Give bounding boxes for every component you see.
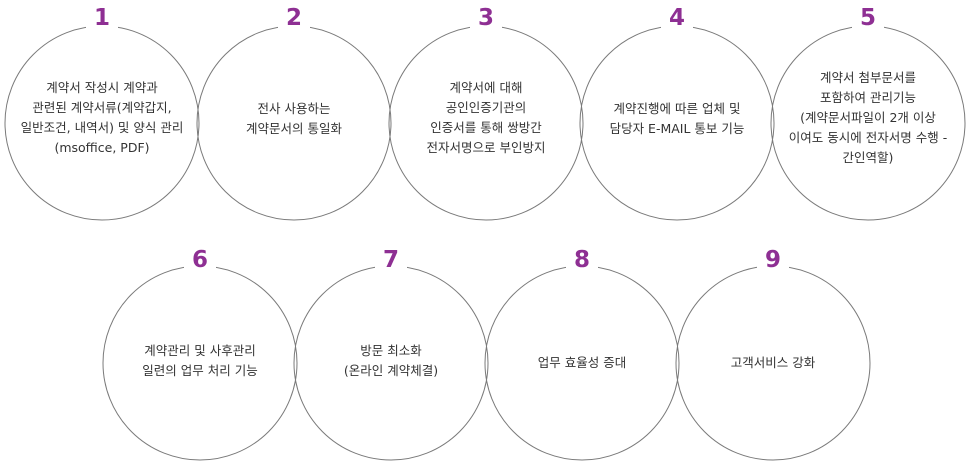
feature-number-2: 2 [198, 4, 390, 32]
feature-item-3: 3 계약서에 대해 공인인증기관의 인증서를 통해 쌍방간 전자서명으로 부인방… [390, 4, 582, 224]
feature-item-4: 4 계약진행에 따른 업체 및 담당자 E-MAIL 통보 기능 [581, 4, 773, 224]
feature-number-6: 6 [104, 246, 296, 274]
feature-item-6: 6 계약관리 및 사후관리 일련의 업무 처리 기능 [104, 246, 296, 462]
feature-number-1: 1 [6, 4, 198, 32]
feature-text-4: 계약진행에 따른 업체 및 담당자 E-MAIL 통보 기능 [609, 101, 745, 136]
feature-item-2: 2 전사 사용하는 계약문서의 통일화 [198, 4, 390, 224]
feature-number-4: 4 [581, 4, 773, 32]
feature-text-2: 전사 사용하는 계약문서의 통일화 [246, 101, 342, 136]
feature-number-3: 3 [390, 4, 582, 32]
feature-text-3: 계약서에 대해 공인인증기관의 인증서를 통해 쌍방간 전자서명으로 부인방지 [426, 80, 546, 155]
feature-text-9: 고객서비스 강화 [730, 355, 816, 370]
feature-text-1: 계약서 작성시 계약과 관련된 계약서류(계약갑지, 일반조건, 내역서) 및 … [20, 80, 184, 155]
feature-number-7: 7 [295, 246, 487, 274]
feature-number-8: 8 [486, 246, 678, 274]
feature-item-1: 1 계약서 작성시 계약과 관련된 계약서류(계약갑지, 일반조건, 내역서) … [6, 4, 198, 224]
feature-number-5: 5 [772, 4, 964, 32]
feature-text-5: 계약서 첨부문서를 포함하여 관리기능 (계약문서파일이 2개 이상 이여도 동… [788, 70, 948, 165]
feature-text-8: 업무 효율성 증대 [537, 355, 627, 370]
feature-item-5: 5 계약서 첨부문서를 포함하여 관리기능 (계약문서파일이 2개 이상 이여도… [772, 4, 964, 224]
feature-text-6: 계약관리 및 사후관리 일련의 업무 처리 기능 [142, 343, 258, 378]
feature-text-7: 방문 최소화 (온라인 계약체결) [343, 343, 439, 378]
feature-number-9: 9 [677, 246, 869, 274]
feature-item-8: 8 업무 효율성 증대 [486, 246, 678, 462]
feature-item-7: 7 방문 최소화 (온라인 계약체결) [295, 246, 487, 462]
feature-item-9: 9 고객서비스 강화 [677, 246, 869, 462]
